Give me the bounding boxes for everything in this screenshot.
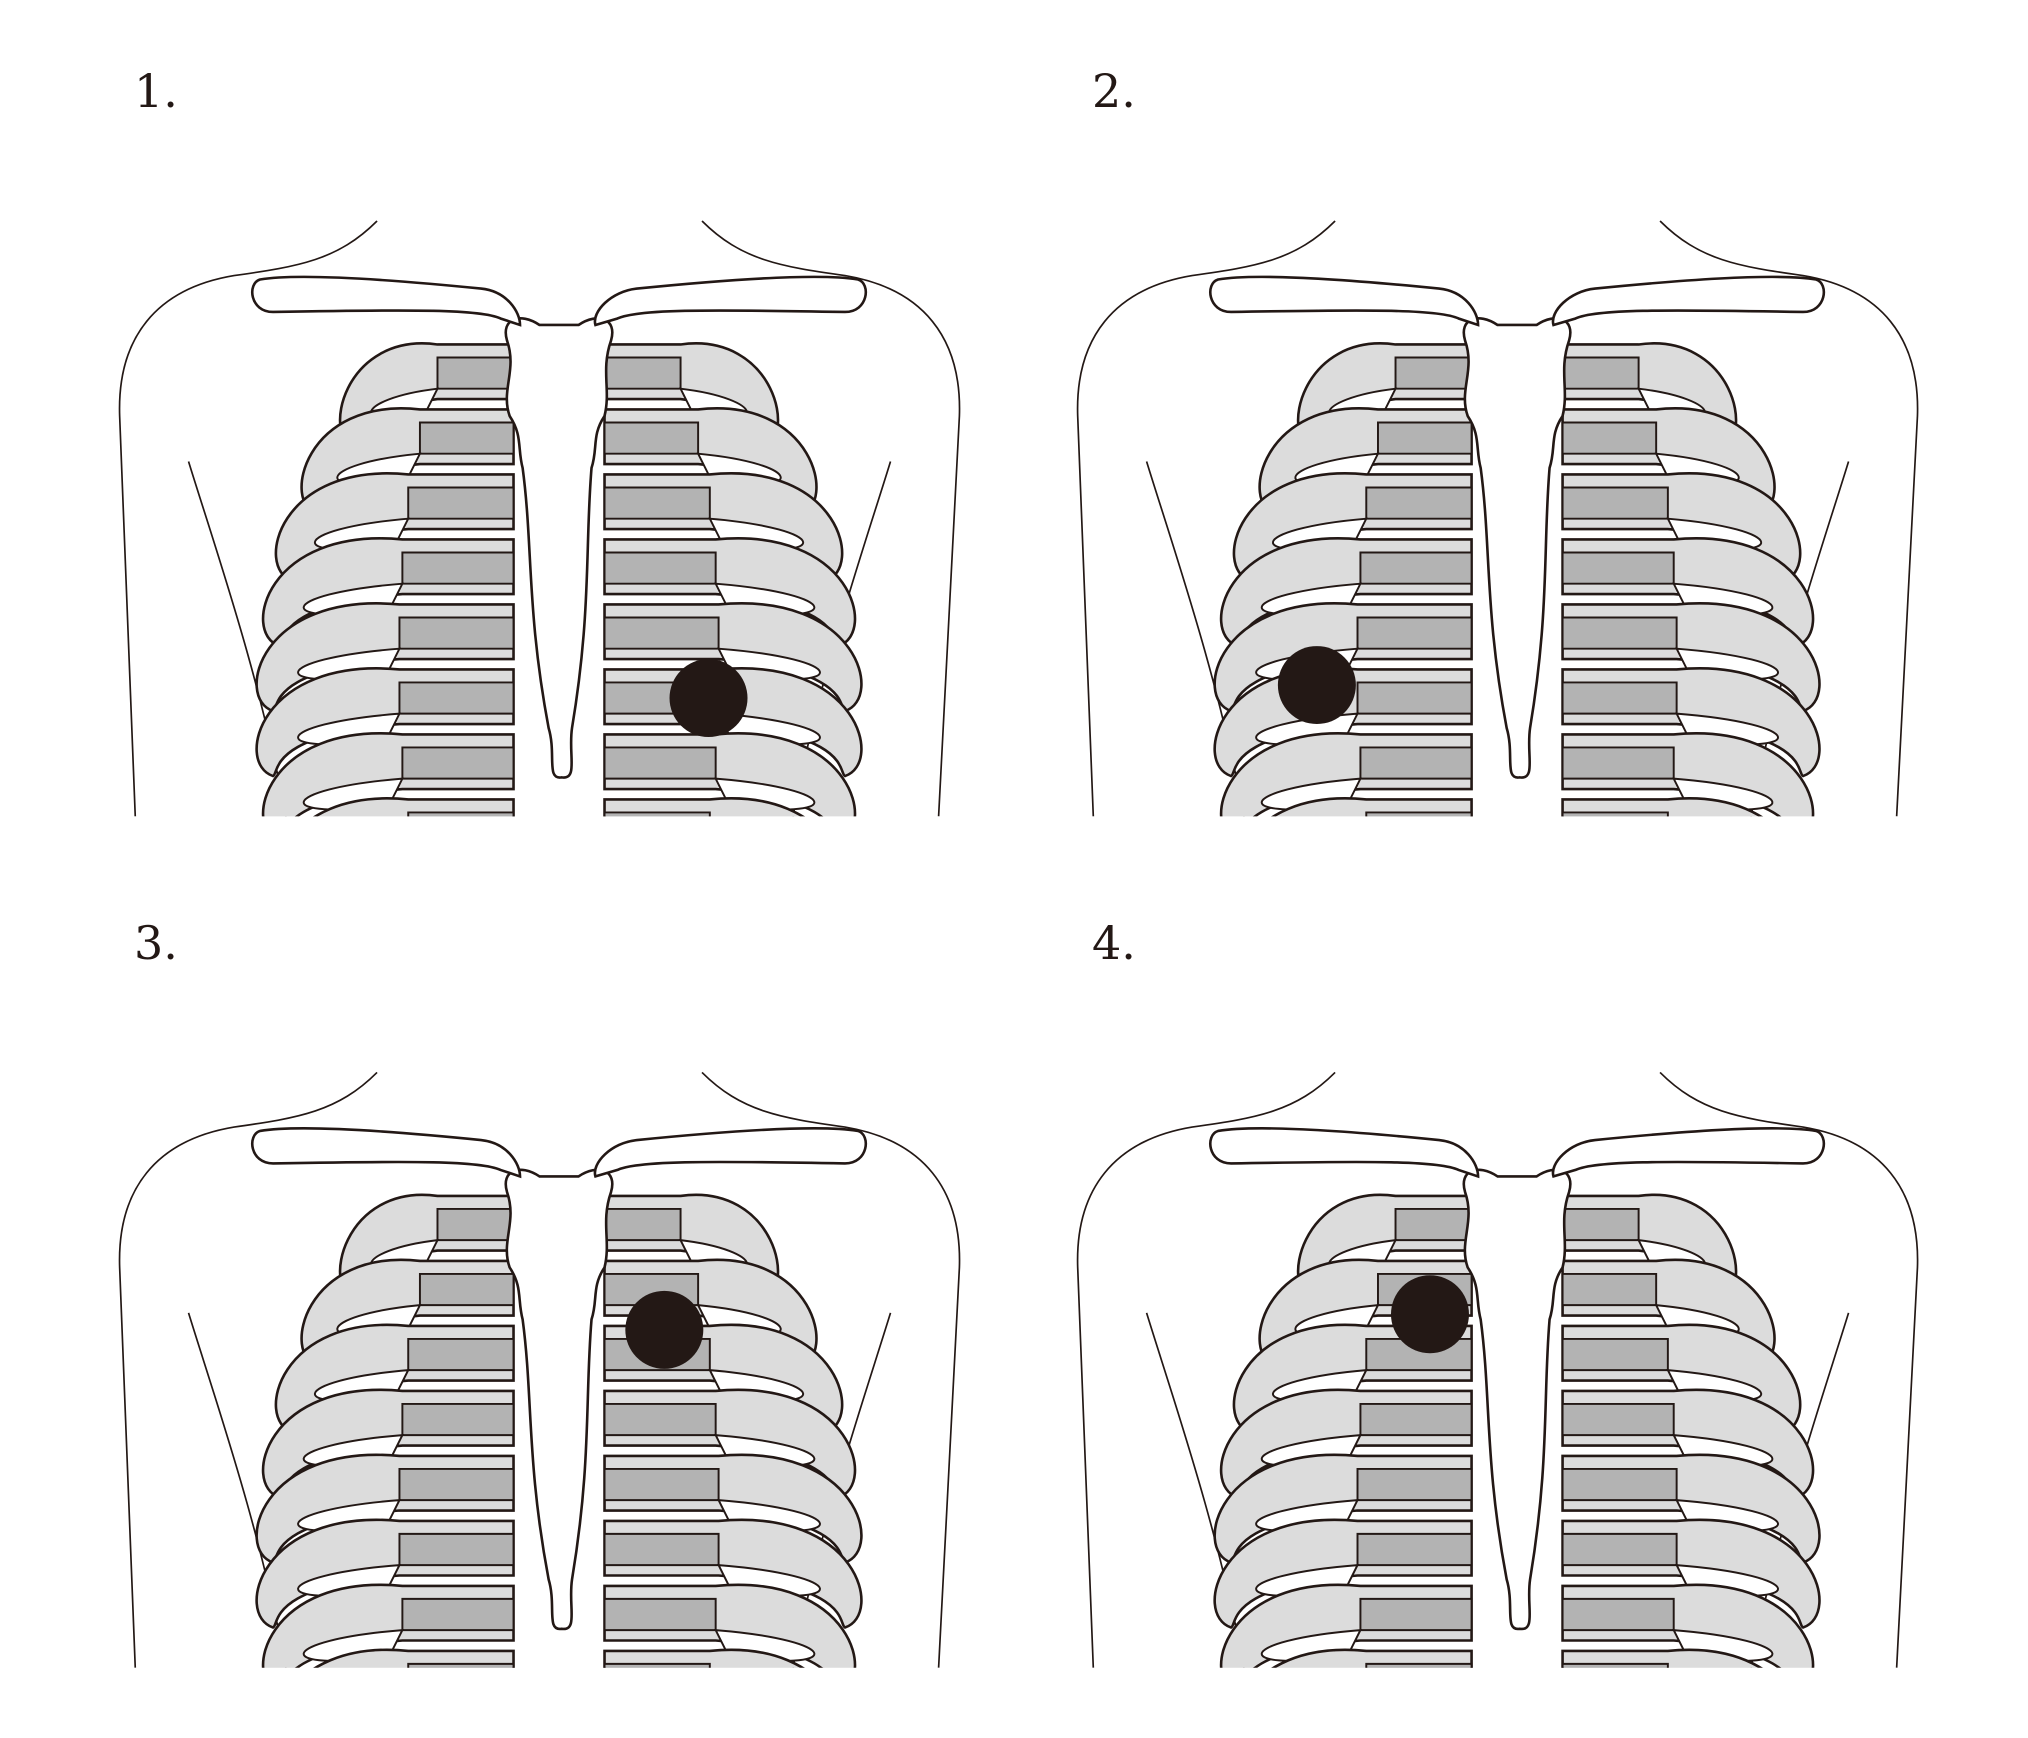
panel-3	[120, 1072, 960, 1738]
marker-dot	[1390, 1275, 1469, 1354]
panel-4-label: 4.	[1092, 916, 1136, 970]
panel-1-label: 1.	[134, 64, 178, 118]
marker-dot	[669, 659, 748, 738]
marker-dot	[625, 1290, 704, 1369]
panel-2-label: 2.	[1092, 64, 1136, 118]
panel-1	[120, 221, 960, 906]
panel-3-label: 3.	[134, 916, 178, 970]
panel-4	[1078, 1072, 1918, 1738]
marker-dot	[1277, 646, 1356, 725]
panel-2	[1078, 221, 1918, 906]
